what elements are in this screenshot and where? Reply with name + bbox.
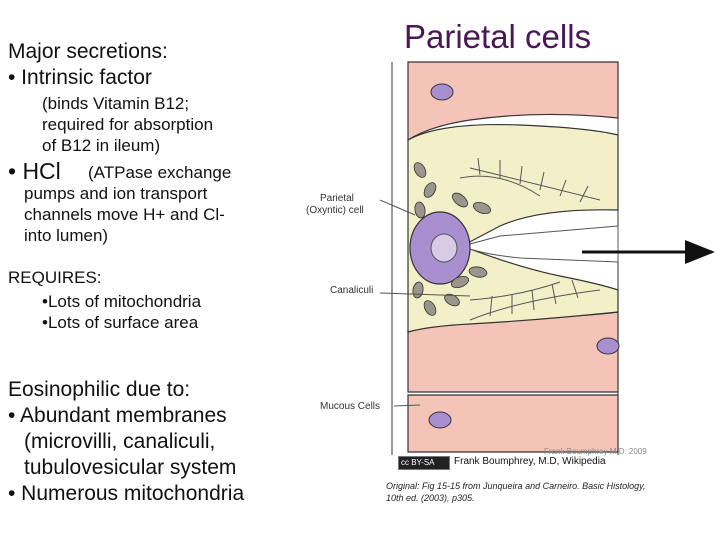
cc-license-badge: cc BY-SA [398, 456, 450, 470]
requires-item-2: •Lots of surface area [42, 313, 199, 332]
intrinsic-detail-1: (binds Vitamin B12; [42, 94, 190, 113]
label-canaliculi: Canaliculi [330, 285, 374, 296]
mitochondrion [423, 182, 437, 198]
citation-line-1: Original: Fig 15-15 from Junqueira and C… [386, 481, 646, 491]
label-mucous-cells: Mucous Cells [320, 401, 381, 412]
citation-line-2: 10th ed. (2003), p305. [386, 493, 475, 503]
eosin-item-3: tubulovesicular system [24, 456, 237, 479]
mitochondrion [451, 192, 469, 208]
requires-item-1: •Lots of mitochondria [42, 292, 202, 311]
eosin-heading: Eosinophilic due to: [8, 378, 191, 401]
mucous-nucleus [428, 411, 452, 429]
parietal-leader [379, 199, 416, 216]
mitochondrion [472, 201, 492, 215]
eosin-item-1: • Abundant membranes [8, 404, 227, 427]
page-title: Parietal cells [404, 18, 592, 55]
mucous-cell-bottom-2 [407, 394, 619, 453]
mitochondrion [413, 162, 427, 178]
canaliculi-leader [379, 292, 471, 297]
hcl-detail-3: into lumen) [24, 226, 109, 245]
intrinsic-detail-3: of B12 in ileum) [42, 136, 161, 155]
mitochondria [412, 162, 492, 316]
bullet-intrinsic-factor: • Intrinsic factor [8, 66, 152, 89]
mucous-nucleus [430, 83, 454, 101]
mucous-cell-top [407, 61, 619, 142]
eosin-item-2: (microvilli, canaliculi, [24, 430, 216, 453]
intrinsic-detail-2: required for absorption [42, 115, 214, 134]
mitochondrion [423, 300, 437, 316]
secretions-heading: Major secretions: [8, 40, 168, 63]
hcl-detail-2: channels move H+ and Cl- [24, 205, 225, 224]
mucous-leader [393, 404, 421, 407]
hcl-detail-0: (ATPase exchange [88, 163, 232, 182]
mucous-nucleus [596, 337, 620, 355]
requires-heading: REQUIRES: [8, 268, 102, 287]
label-parietal-1: Parietal [320, 193, 354, 204]
hcl-detail-1: pumps and ion transport [24, 184, 208, 203]
mitochondrion [414, 201, 426, 219]
mitochondrion [450, 275, 470, 289]
bullet-hcl: • HCl [8, 158, 61, 184]
signature: Frank Boumphrey M.D. 2009 [544, 447, 647, 456]
eosin-item-4: • Numerous mitochondria [8, 482, 245, 505]
label-parietal-2: (Oxyntic) cell [306, 205, 364, 216]
label-secretion: Secretion [586, 240, 633, 252]
credit: Frank Boumphrey, M.D, Wikipedia [454, 456, 606, 467]
mitochondrion [468, 266, 488, 278]
